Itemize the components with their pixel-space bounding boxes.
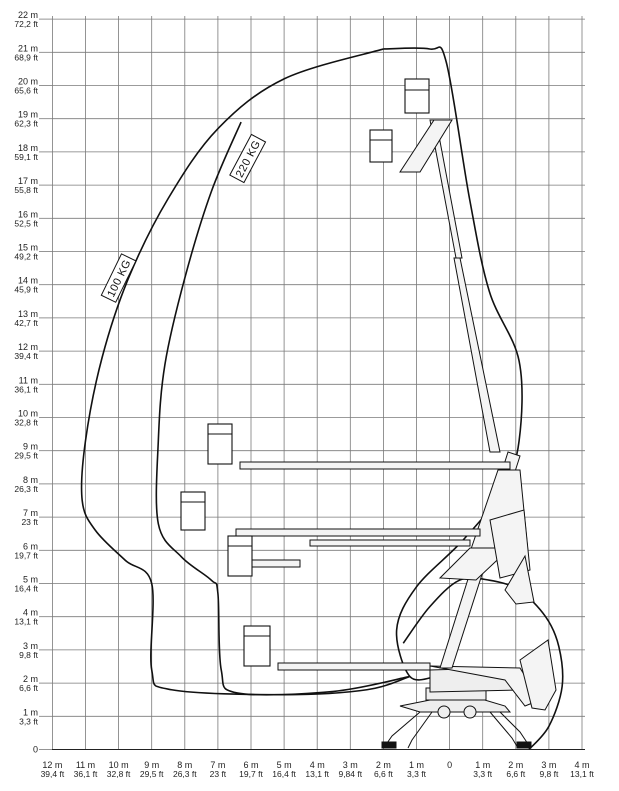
x-tick-label-m: 11 m — [76, 760, 95, 770]
x-tick-label-ft: 19,7 ft — [239, 769, 263, 779]
machine-base — [381, 667, 532, 749]
x-tick-label-ft: 13,1 ft — [305, 769, 329, 779]
y-tick-label-m: 0 — [33, 745, 38, 755]
y-tick-label-m: 5 m — [23, 575, 38, 585]
y-tick-label-m: 10 m — [18, 409, 38, 419]
y-tick-label-ft: 52,5 ft — [14, 218, 38, 228]
y-tick-label-m: 1 m — [23, 707, 38, 717]
aerial-platform-illustration — [180, 78, 557, 749]
y-tick-label-m: 22 m — [18, 10, 38, 20]
y-tick-label-m: 6 m — [23, 541, 38, 551]
x-tick-label-ft: 26,3 ft — [173, 769, 197, 779]
x-tick-label-m: 3 m — [541, 760, 556, 770]
main-boom — [399, 119, 535, 669]
x-tick-label-m: 2 m — [376, 760, 391, 770]
envelope-label: 100 KG — [100, 253, 137, 303]
y-tick-label-m: 2 m — [23, 674, 38, 684]
y-tick-label-ft: 59,1 ft — [14, 152, 38, 162]
envelope-curve-100kg — [80, 48, 411, 696]
x-tick-label-ft: 6,6 ft — [374, 769, 394, 779]
y-tick-label-m: 21 m — [18, 43, 38, 53]
x-tick-label-ft: 9,84 ft — [338, 769, 362, 779]
y-tick-label-m: 7 m — [23, 508, 38, 518]
load-envelopes: 100 KG 220 KG — [80, 46, 564, 751]
y-tick-label-m: 18 m — [18, 143, 38, 153]
y-tick-label-ft: 9,8 ft — [19, 650, 39, 660]
outer-envelope-curve — [383, 46, 523, 681]
lower-boom-stowed — [277, 639, 557, 711]
x-tick-label-ft: 13,1 ft — [570, 769, 594, 779]
x-tick-label-ft: 6,6 ft — [506, 769, 526, 779]
x-tick-label-ft: 9,8 ft — [539, 769, 559, 779]
y-tick-label-ft: 36,1 ft — [14, 384, 38, 394]
x-tick-label-m: 4 m — [574, 760, 589, 770]
x-tick-label-m: 1 m — [475, 760, 490, 770]
x-tick-label-m: 9 m — [144, 760, 159, 770]
y-tick-label-m: 14 m — [18, 276, 38, 286]
platform-baskets — [180, 78, 430, 667]
x-tick-label-m: 0 — [447, 760, 452, 770]
x-tick-label-m: 4 m — [310, 760, 325, 770]
y-tick-label-ft: 39,4 ft — [14, 351, 38, 361]
envelope-label: 220 KG — [229, 133, 267, 184]
x-tick-label-m: 3 m — [343, 760, 358, 770]
y-tick-label-m: 12 m — [18, 342, 38, 352]
x-tick-label-m: 1 m — [409, 760, 424, 770]
y-tick-label-ft: 16,4 ft — [14, 584, 38, 594]
envelope-curve-220kg — [155, 121, 411, 696]
y-tick-label-m: 3 m — [23, 641, 38, 651]
x-tick-label-ft: 23 ft — [210, 769, 227, 779]
x-tick-label-m: 6 m — [243, 760, 258, 770]
horizontal-booms — [235, 461, 511, 568]
x-tick-label-m: 10 m — [109, 760, 129, 770]
y-tick-label-ft: 19,7 ft — [14, 550, 38, 560]
x-tick-label-m: 2 m — [508, 760, 523, 770]
y-tick-label-m: 20 m — [18, 77, 38, 87]
x-tick-label-m: 5 m — [277, 760, 292, 770]
y-tick-label-m: 17 m — [18, 176, 38, 186]
y-tick-label-ft: 26,3 ft — [14, 484, 38, 494]
y-axis: 0 1 m3,3 ft 2 m6,6 ft 3 m9,8 ft 4 m13,1 ft 5 … — [14, 10, 52, 755]
y-tick-label-ft: 29,5 ft — [14, 451, 38, 461]
y-tick-label-ft: 72,2 ft — [14, 19, 38, 29]
y-tick-label-m: 11 m — [19, 375, 38, 385]
y-tick-label-m: 16 m — [18, 209, 38, 219]
y-tick-label-m: 8 m — [23, 475, 38, 485]
y-tick-label-ft: 23 ft — [21, 517, 38, 527]
grid — [52, 16, 585, 750]
x-tick-label-ft: 29,5 ft — [140, 769, 164, 779]
y-tick-label-m: 19 m — [18, 110, 38, 120]
y-tick-label-m: 13 m — [18, 309, 38, 319]
x-tick-label-ft: 16,4 ft — [272, 769, 296, 779]
y-tick-label-m: 9 m — [23, 442, 38, 452]
y-tick-label-ft: 65,6 ft — [14, 86, 38, 96]
envelope-label-box — [100, 253, 137, 303]
y-tick-label-ft: 45,9 ft — [14, 285, 38, 295]
y-tick-label-ft: 42,7 ft — [14, 318, 38, 328]
y-tick-label-ft: 3,3 ft — [19, 716, 39, 726]
y-tick-label-ft: 55,8 ft — [14, 185, 38, 195]
y-tick-label-m: 15 m — [18, 243, 38, 253]
x-tick-label-m: 12 m — [42, 760, 62, 770]
y-tick-label-m: 4 m — [23, 608, 38, 618]
x-tick-label-ft: 36,1 ft — [74, 769, 98, 779]
x-tick-label-ft: 32,8 ft — [107, 769, 131, 779]
x-tick-label-ft: 3,3 ft — [473, 769, 493, 779]
x-tick-label-ft: 39,4 ft — [41, 769, 65, 779]
y-tick-label-ft: 6,6 ft — [19, 683, 39, 693]
x-tick-label-ft: 3,3 ft — [407, 769, 427, 779]
x-axis: 12 m39,4 ft 11 m36,1 ft 10 m32,8 ft 9 m29,5… — [41, 760, 595, 779]
x-tick-label-m: 8 m — [177, 760, 192, 770]
y-tick-label-ft: 49,2 ft — [14, 252, 38, 262]
y-tick-label-ft: 32,8 ft — [14, 418, 38, 428]
x-tick-label-m: 7 m — [210, 760, 225, 770]
y-tick-label-ft: 62,3 ft — [14, 119, 38, 129]
y-tick-label-ft: 68,9 ft — [14, 52, 38, 62]
y-tick-label-ft: 13,1 ft — [14, 617, 38, 627]
envelope-label-box — [229, 133, 267, 184]
